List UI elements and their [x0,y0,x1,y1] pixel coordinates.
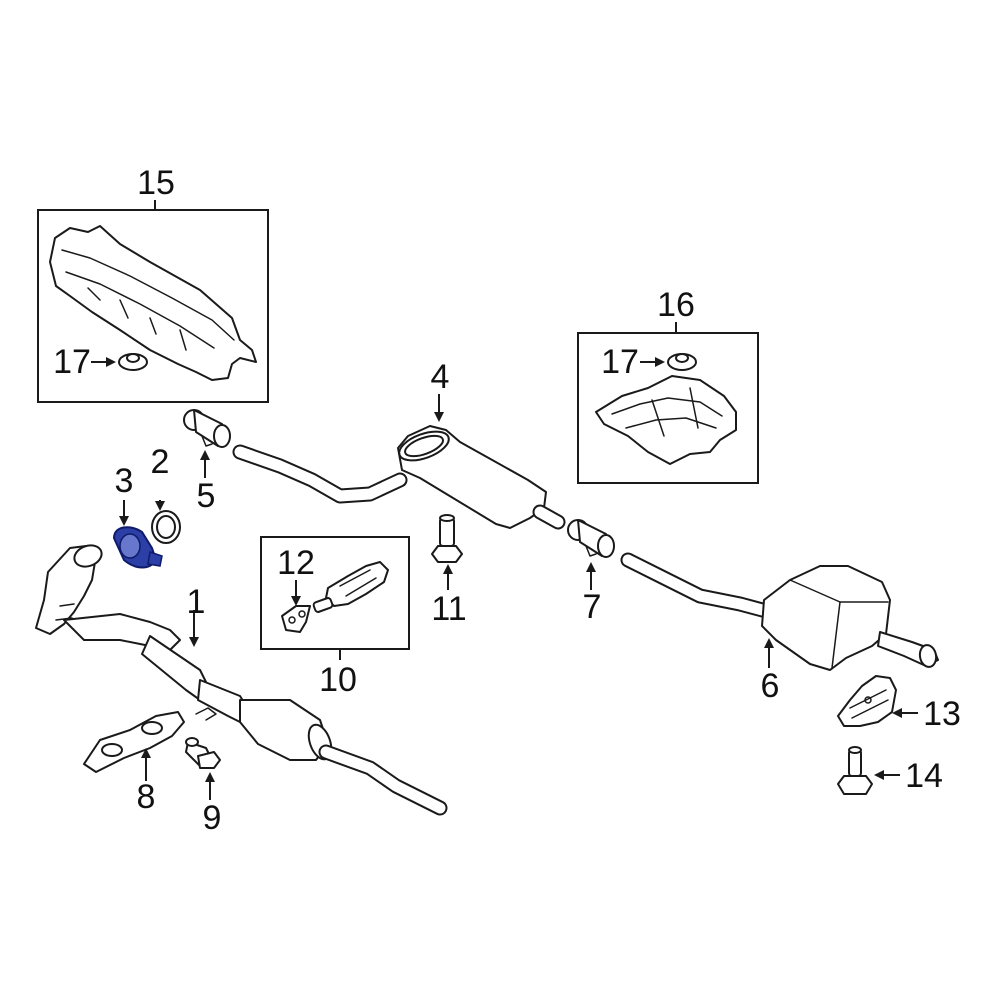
bolt-part-9[interactable] [185,737,221,769]
callout-1[interactable]: 1 [187,583,206,621]
clamp-part-3-highlighted[interactable] [112,526,163,569]
gasket-part-8[interactable] [83,711,185,773]
callout-9[interactable]: 9 [203,799,222,837]
front-pipe-converter-part[interactable] [35,542,448,816]
bolt-part-11[interactable] [431,514,463,563]
callout-10[interactable]: 10 [319,661,357,699]
clamp-part-5[interactable] [183,409,231,448]
rear-muffler-part[interactable] [620,552,939,671]
callout-4[interactable]: 4 [431,358,450,396]
callout-12[interactable]: 12 [277,544,315,582]
callout-8[interactable]: 8 [137,778,156,816]
heat-shield-group-box-16 [577,332,759,484]
rear-heat-shield-part[interactable] [595,375,737,465]
center-muffler-part[interactable] [232,425,566,530]
callout-5[interactable]: 5 [197,477,216,515]
callout-labels: 1 2 3 4 5 6 7 8 9 10 11 12 13 14 15 16 1… [53,164,961,837]
heat-shield-nut-17b[interactable] [667,353,697,371]
callout-15[interactable]: 15 [137,164,175,202]
callout-16[interactable]: 16 [657,286,695,324]
hanger-group-box-10 [260,536,410,650]
heat-shield-group-box-15 [37,209,269,403]
front-heat-shield-part[interactable] [49,225,257,381]
clamp-part-7[interactable] [567,519,615,558]
leader-arrows [91,200,918,800]
rubber-insulator-part-12[interactable] [281,605,311,633]
gasket-ring-part-2[interactable] [151,510,181,544]
callout-13[interactable]: 13 [923,695,961,733]
hanger-bracket-part[interactable] [312,561,389,613]
callout-17-rear[interactable]: 17 [601,343,639,381]
callout-2[interactable]: 2 [151,443,170,481]
callout-3[interactable]: 3 [115,462,134,500]
callout-7[interactable]: 7 [583,588,602,626]
callout-17-front[interactable]: 17 [53,343,91,381]
bolt-part-14[interactable] [837,746,873,795]
callout-11[interactable]: 11 [431,590,466,628]
callout-6[interactable]: 6 [761,667,780,705]
hanger-bracket-part-13[interactable] [837,675,897,727]
heat-shield-nut-17a[interactable] [118,353,148,371]
callout-14[interactable]: 14 [905,757,943,795]
